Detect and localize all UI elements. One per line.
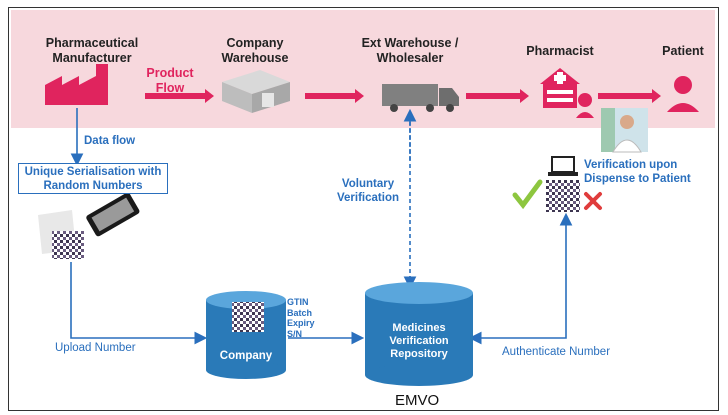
ext-warehouse-label: Ext Warehouse / Wholesaler: [361, 36, 459, 65]
datamatrix-icon: [52, 231, 84, 259]
company-database-label: Company: [219, 350, 273, 362]
verification-dispense-label: Verification upon Dispense to Patient: [584, 159, 691, 185]
patient-icon: [667, 76, 699, 112]
pharmacy-icon: [540, 68, 594, 118]
database-icon: [365, 282, 473, 386]
check-icon: [512, 179, 543, 210]
truck-icon: [382, 84, 459, 112]
authenticate-number-label: Authenticate Number: [502, 346, 611, 358]
cross-icon: [584, 192, 602, 210]
pharmacist-label: Pharmacist: [526, 44, 594, 58]
manufacturer-label: Pharmaceutical Manufacturer: [45, 36, 139, 65]
emvo-label: EMVO: [395, 392, 440, 409]
data-flow-lines: [70, 108, 573, 345]
repository-database-label: Medicines Verification Repository: [389, 322, 449, 360]
product-flow-arrows: [145, 89, 661, 103]
factory-icon: [45, 64, 108, 105]
warehouse-icon: [222, 70, 290, 113]
upload-number-label: Upload Number: [55, 342, 136, 354]
diagram-frame: [8, 7, 719, 411]
serialisation-box: Unique Serialisation with Random Numbers: [18, 163, 168, 194]
gtin-batch-expiry-sn-label: GTIN Batch Expiry S/N: [287, 297, 315, 339]
supply-chain-band: [11, 10, 715, 128]
datamatrix-icon: [546, 180, 580, 212]
database-icon: [206, 291, 286, 379]
scanner-icon: [38, 192, 140, 259]
company-warehouse-label: Company Warehouse: [221, 36, 289, 65]
voluntary-verification-label: Voluntary Verification: [337, 178, 399, 204]
product-flow-label: Product Flow: [146, 66, 194, 95]
pharmacist-photo: [601, 108, 648, 153]
data-flow-label: Data flow: [84, 135, 136, 147]
patient-label: Patient: [662, 44, 704, 58]
laptop-icon: [548, 156, 578, 176]
